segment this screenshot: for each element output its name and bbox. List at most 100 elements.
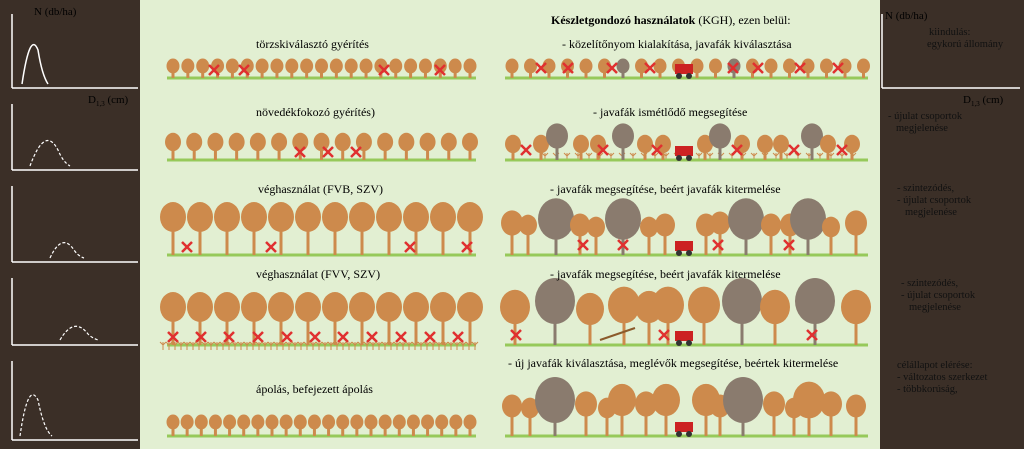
tree-trunk (441, 217, 445, 255)
tree-crown (268, 292, 294, 322)
tree-trunk (718, 223, 722, 255)
tree-trunk (333, 307, 337, 345)
note-2-line-2: megjelenése (896, 123, 948, 134)
sapling-icon (171, 341, 179, 350)
left-row-label-1: törzskiválasztó gyérítés (256, 37, 369, 51)
fallen-log-icon (599, 327, 636, 341)
tree-crown (255, 58, 269, 74)
tree-crown (822, 216, 840, 238)
tree-crown (635, 58, 648, 74)
tree-trunk (854, 223, 858, 255)
cut-mark-icon (337, 331, 349, 343)
sapling-icon (327, 341, 335, 350)
tree-trunk (788, 225, 792, 255)
tree-crown (406, 414, 420, 430)
right-row-label-4: - javafák megsegítése, beért javafák kit… (550, 267, 781, 281)
sapling-icon (351, 341, 359, 350)
tree-crown (307, 414, 321, 430)
tree-crown (349, 292, 375, 322)
tree-crown (181, 58, 195, 74)
grey-tree-crown (612, 123, 634, 149)
left-x-axis-letter: D (88, 94, 96, 106)
left-x-axis-unit: (cm) (104, 94, 129, 106)
sapling-icon (255, 341, 263, 350)
tree-crown (463, 414, 477, 430)
tree-crown (841, 289, 871, 325)
tree-crown (820, 391, 842, 417)
tree-crown (377, 132, 394, 152)
sapling-icon (285, 341, 293, 350)
tree-trunk (663, 225, 667, 255)
right-row-label-5: - új javafák kiválasztása, meglévők megs… (508, 356, 839, 370)
tree-crown (524, 58, 537, 74)
cut-mark-icon (562, 62, 574, 74)
tree-crown (608, 383, 636, 417)
tree-crown (322, 292, 348, 322)
note-1-line-1: kiindulás: (929, 27, 971, 38)
tree-trunk (171, 217, 175, 255)
note-5-line-3: - többkorúság, (897, 384, 958, 395)
distribution-curve-5 (19, 394, 53, 437)
tree-crown (652, 286, 684, 324)
note-4-line-1: - szintezódés, (901, 278, 959, 289)
tree-trunk (773, 307, 777, 345)
tree-crown (249, 132, 266, 152)
tree-crown (225, 58, 239, 74)
grey-tree-crown (709, 123, 731, 149)
cut-mark-icon (510, 329, 522, 341)
tree-crown (349, 202, 375, 232)
tree-crown (392, 414, 406, 430)
note-3-line-3: megjelenése (905, 207, 957, 218)
tree-crown (764, 58, 778, 74)
tree-crown (350, 414, 364, 430)
tractor-wheel-icon (676, 431, 682, 437)
tree-crown (608, 286, 640, 324)
tree-trunk (829, 404, 833, 436)
note-3-line-2: - újulat csoportok (897, 195, 972, 206)
note-3-line-1: - szintezódés, (897, 183, 955, 194)
tree-trunk (306, 307, 310, 345)
distribution-curve-3 (49, 242, 85, 259)
tractor-wheel-icon (686, 155, 692, 161)
tractor-wheel-icon (686, 340, 692, 346)
tree-crown (251, 414, 265, 430)
sapling-icon (471, 341, 479, 350)
sapling-icon (405, 341, 413, 350)
tree-trunk (664, 400, 668, 436)
note-1: kiindulás:egykorú állomány (927, 27, 1004, 51)
cut-mark-icon (181, 241, 193, 253)
cut-mark-icon (366, 331, 378, 343)
sapling-icon (195, 341, 203, 350)
sapling-icon (363, 341, 371, 350)
tree-crown (207, 132, 224, 152)
tree-trunk (198, 217, 202, 255)
tree-trunk (528, 408, 532, 436)
tractor-icon (675, 241, 693, 251)
tree-crown (285, 58, 299, 74)
right-y-axis-label: N (db/ha) (885, 10, 928, 22)
cut-mark-icon (606, 62, 618, 74)
tree-trunk (279, 217, 283, 255)
sapling-icon (411, 341, 419, 350)
tree-trunk (414, 217, 418, 255)
tree-crown (793, 381, 825, 419)
tree-crown (241, 292, 267, 322)
note-1-line-2: egykorú állomány (927, 39, 1004, 50)
tree-crown (761, 213, 781, 237)
cut-mark-icon (836, 144, 848, 156)
tree-crown (519, 214, 537, 236)
right-row-label-3: - javafák megsegítése, beért javafák kit… (550, 182, 781, 196)
tree-crown (315, 58, 328, 74)
tree-crown (268, 202, 294, 232)
tree-trunk (279, 307, 283, 345)
tree-crown (237, 414, 251, 430)
tree-crown (457, 292, 483, 322)
sapling-icon (423, 341, 431, 350)
tree-crown (166, 414, 180, 430)
grey-tree-crown (605, 198, 641, 240)
sapling-icon (369, 341, 377, 350)
tree-crown (501, 210, 523, 236)
sapling-icon (231, 341, 239, 350)
tractor-icon (675, 331, 693, 341)
tree-crown (573, 134, 589, 154)
